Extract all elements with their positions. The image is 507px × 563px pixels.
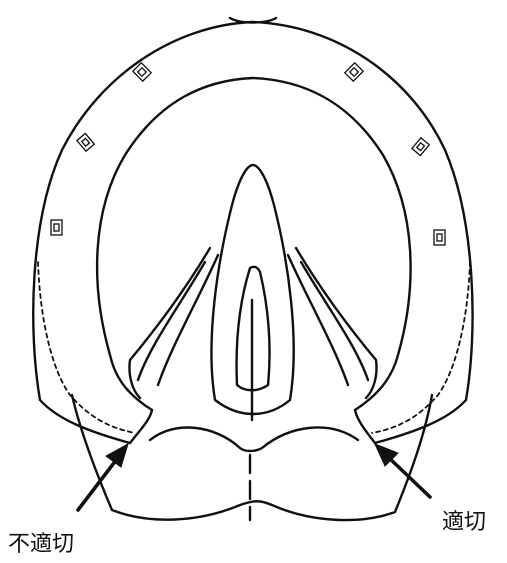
- label-inappropriate: 不適切: [8, 534, 74, 556]
- nail-hole-right-3: [345, 63, 363, 81]
- label-appropriate: 適切: [442, 512, 486, 534]
- bar-left-mid: [138, 262, 205, 380]
- shoe-heel-right: [355, 410, 375, 443]
- nail-hole-left-2: [77, 133, 94, 151]
- nail-hole-left-3: [133, 63, 151, 81]
- hoof-wall-dashed-right: [372, 262, 470, 433]
- arrow-left: [78, 444, 128, 510]
- bar-right-outer: [296, 248, 377, 398]
- nail-hole-right-1: [434, 230, 445, 245]
- bar-right-mid: [301, 262, 368, 380]
- heel-bulb-left: [150, 428, 358, 451]
- shoe-heel-left: [130, 410, 152, 443]
- bar-left-outer: [129, 248, 210, 398]
- arrow-right: [375, 444, 430, 497]
- toe-clip: [230, 18, 276, 23]
- nail-hole-left-1: [51, 220, 62, 235]
- nail-hole-right-2: [412, 138, 429, 156]
- hoof-wall-dashed-left: [38, 262, 135, 433]
- bar-left-inner: [158, 255, 218, 385]
- horseshoe-inner-edge: [97, 78, 410, 410]
- bar-right-inner: [288, 255, 348, 385]
